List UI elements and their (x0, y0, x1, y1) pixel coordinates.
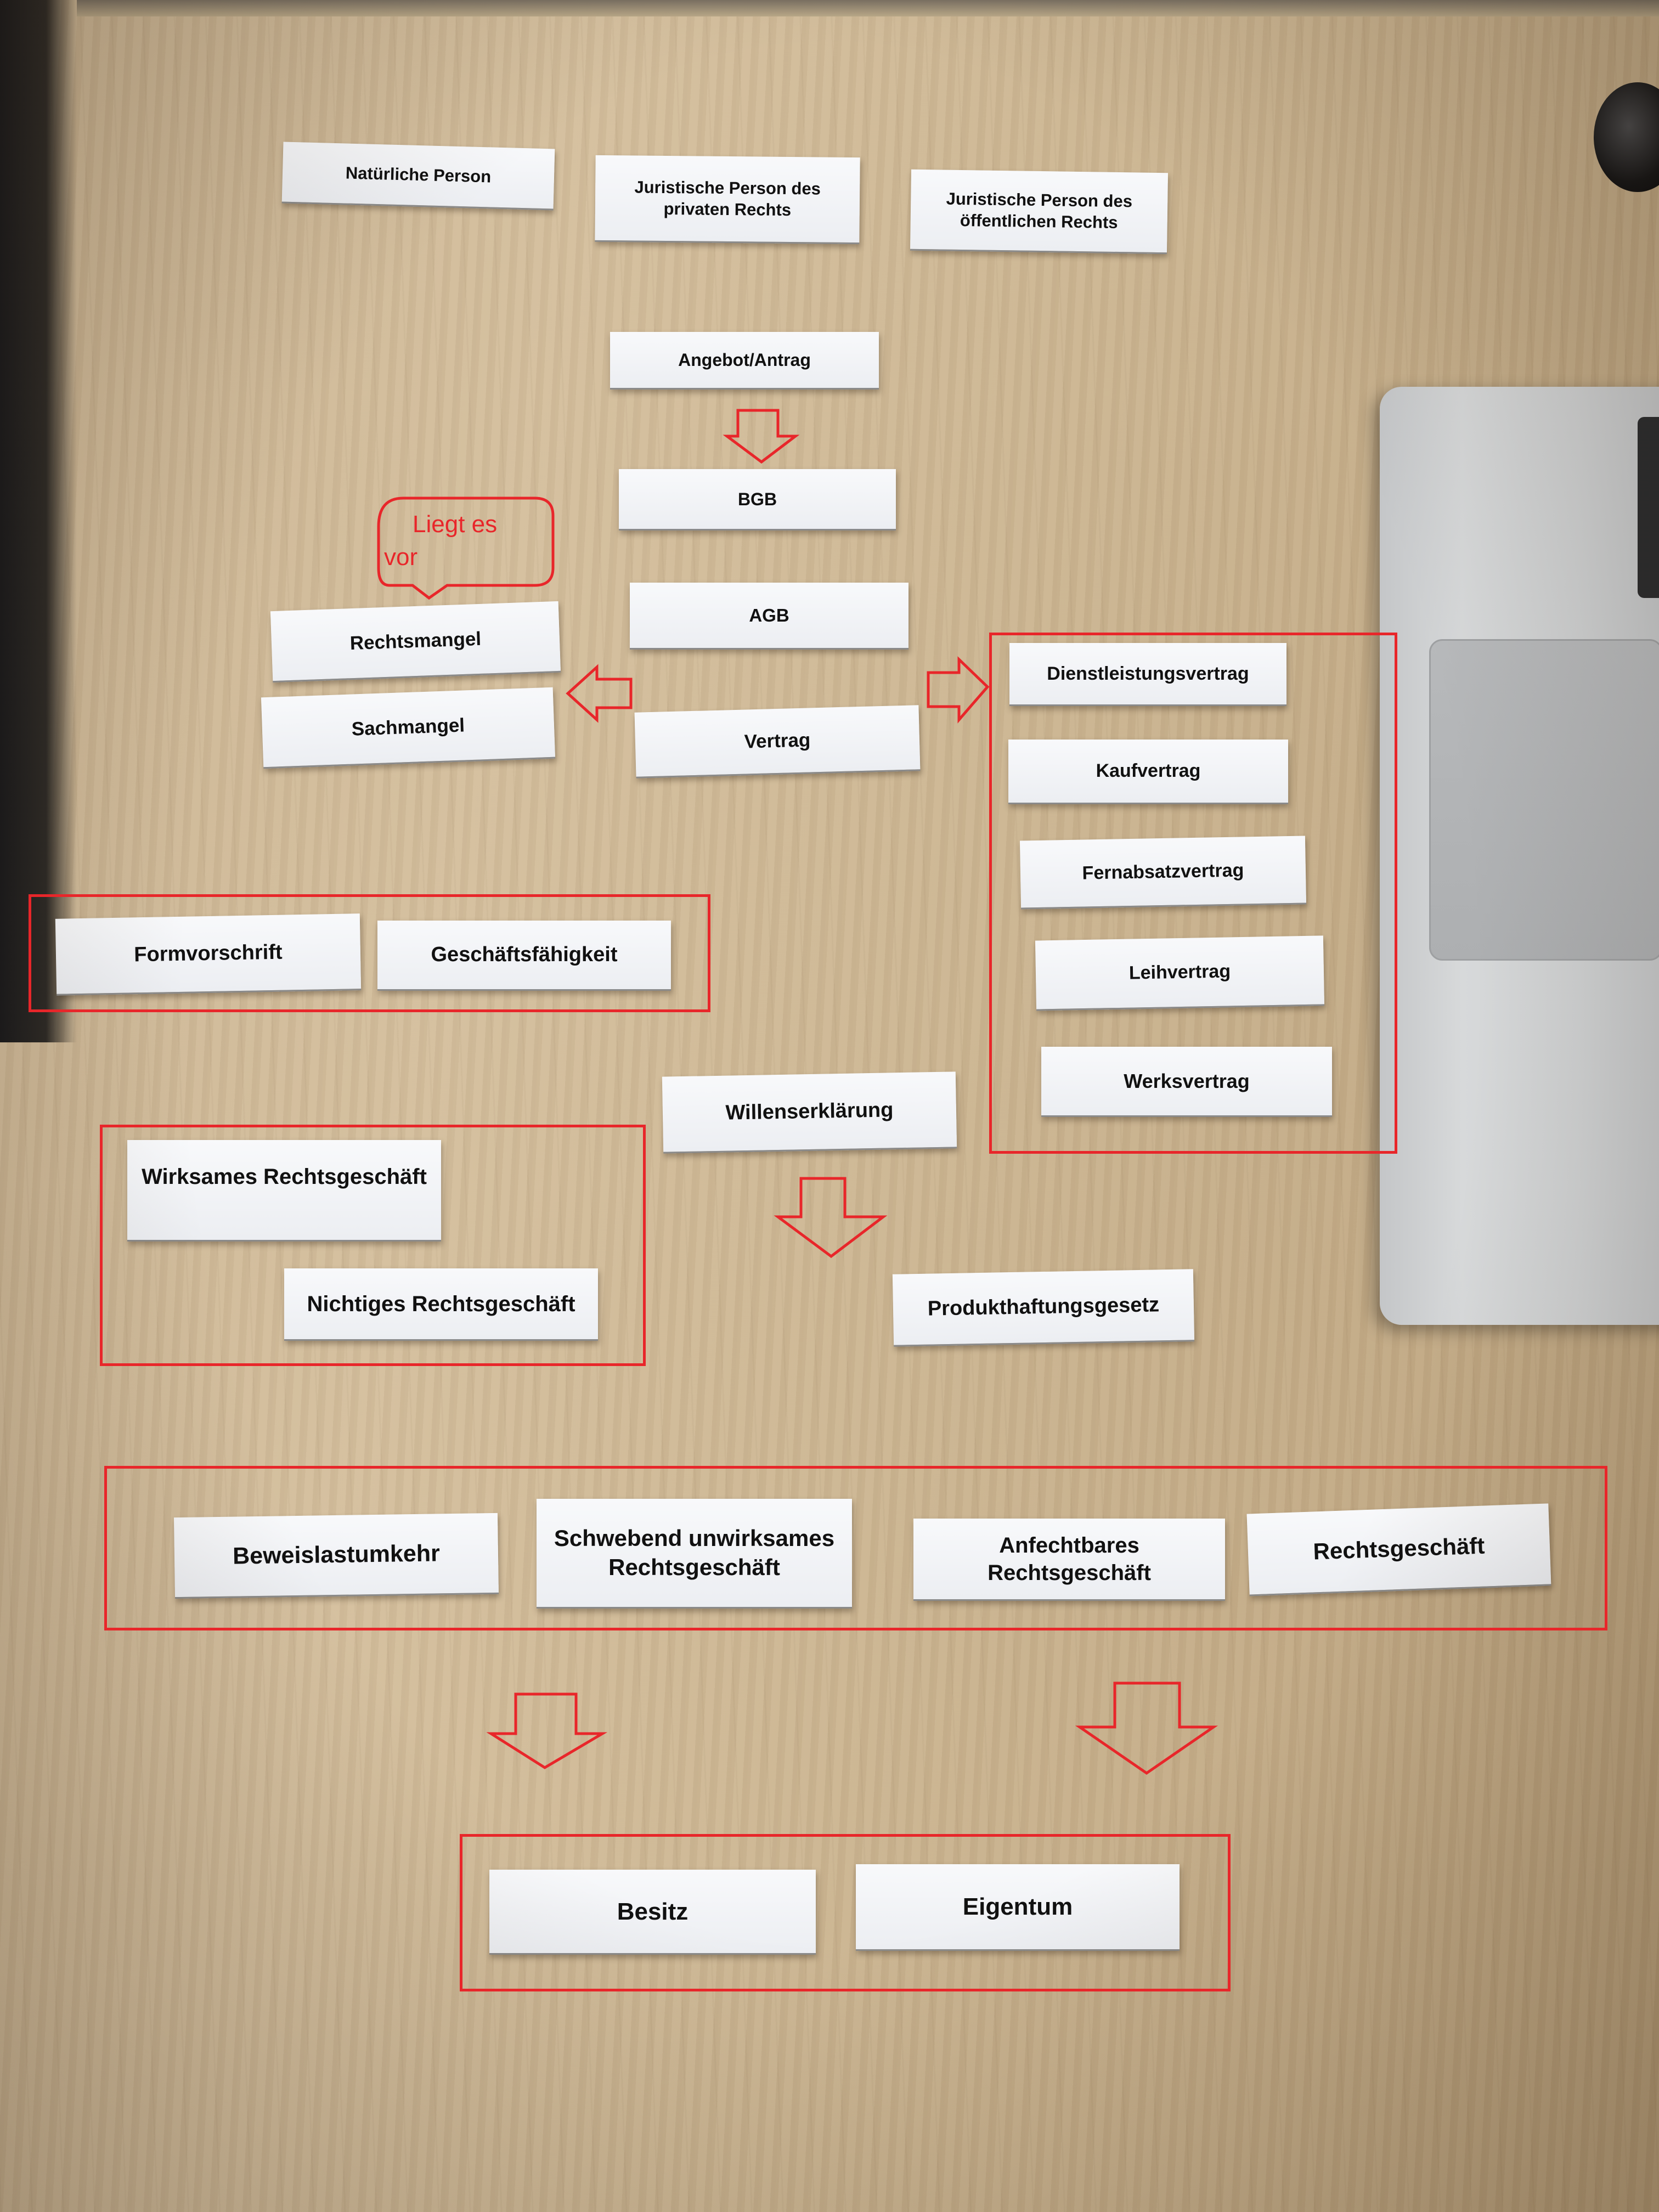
card-label: AGB (749, 605, 789, 625)
card-label: Anfechtbares Rechtsgeschäft (988, 1533, 1151, 1585)
card-label-line1: Schwebend unwirksames (554, 1525, 835, 1551)
laptop-trackpad (1429, 639, 1659, 961)
card-label: BGB (737, 489, 777, 509)
arrow-right-icon (927, 656, 990, 724)
card-kaufvertrag: Kaufvertrag (1008, 740, 1288, 804)
group-box-vertragsarten (989, 633, 1397, 1154)
desk-top-edge (77, 0, 1659, 16)
group-box-wirksam-nichtig (100, 1125, 646, 1366)
card-label: Besitz (617, 1898, 689, 1925)
card-schwebend-unwirksames-rechtsgeschaeft: Schwebend unwirksames Rechtsgeschäft (537, 1499, 852, 1609)
speech-bubble-icon (377, 496, 555, 600)
card-besitz: Besitz (489, 1870, 816, 1955)
card-label: Werksvertrag (1124, 1070, 1250, 1092)
dark-background-corner (0, 0, 77, 1042)
group-box-form-geschaeftsfaehigkeit (29, 894, 710, 1012)
group-box-rechtsgeschaefte (104, 1466, 1607, 1630)
card-label: Geschäftsfähigkeit (431, 943, 618, 966)
laptop-keyboard-edge (1638, 417, 1659, 598)
computer-mouse (1594, 82, 1659, 192)
card-label: Wirksames Rechtsgeschäft (142, 1165, 427, 1189)
bubble-line-2: vor (384, 544, 418, 571)
arrow-down-icon (486, 1692, 608, 1769)
card-agb: AGB (630, 583, 909, 650)
card-label: Nichtiges Rechtsgeschäft (307, 1291, 575, 1316)
arrow-down-icon (1075, 1681, 1218, 1775)
card-label: Angebot/Antrag (678, 350, 811, 370)
card-nichtiges-rechtsgeschaeft: Nichtiges Rechtsgeschäft (284, 1268, 598, 1341)
arrow-left-icon (566, 664, 633, 723)
card-label: Kaufvertrag (1096, 760, 1201, 782)
card-anfechtbares-rechtsgeschaeft: Anfechtbares Rechtsgeschäft (913, 1519, 1225, 1601)
bubble-line-1: Liegt es (413, 511, 498, 538)
card-wirksames-rechtsgeschaeft: Wirksames Rechtsgeschäft (127, 1140, 441, 1242)
card-geschaeftsfaehigkeit: Geschäftsfähigkeit (377, 921, 671, 991)
card-label: Dienstleistungsvertrag (1047, 663, 1249, 684)
speech-bubble-text: Liegt es vor (384, 507, 497, 575)
arrow-down-icon (774, 1177, 888, 1259)
card-label: Eigentum (962, 1893, 1073, 1920)
arrow-down-icon (723, 409, 800, 464)
group-box-besitz-eigentum (460, 1834, 1231, 1991)
card-eigentum: Eigentum (856, 1864, 1180, 1951)
card-angebot-antrag: Angebot/Antrag (610, 332, 879, 390)
card-werksvertrag: Werksvertrag (1041, 1047, 1332, 1117)
card-bgb: BGB (619, 469, 896, 531)
card-dienstleistungsvertrag: Dienstleistungsvertrag (1009, 643, 1286, 706)
card-label-line2: Rechtsgeschäft (608, 1554, 780, 1580)
